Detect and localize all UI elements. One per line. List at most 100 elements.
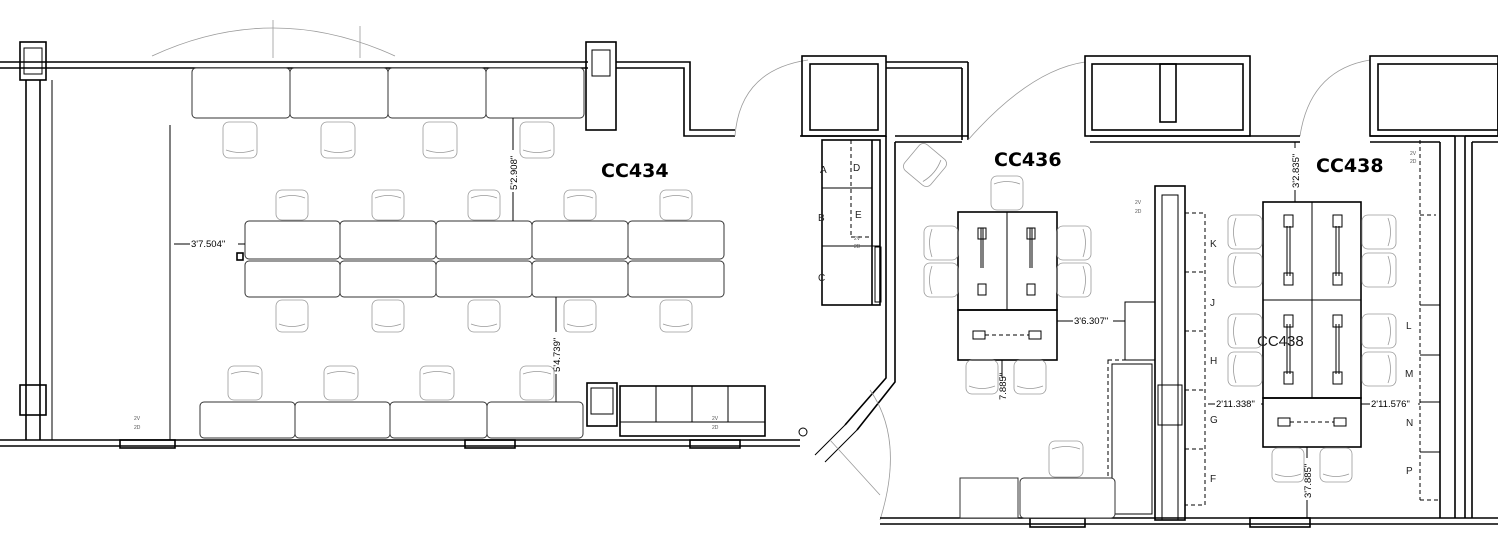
zone-label-l: L — [1406, 321, 1412, 332]
zone-label-f: F — [1210, 474, 1216, 485]
chair[interactable] — [422, 121, 458, 159]
chair[interactable] — [1227, 313, 1263, 349]
desk[interactable] — [627, 260, 725, 298]
zone-label-c: C — [818, 273, 825, 284]
dimensions-cc436: 3'6.307" 7.885" — [996, 315, 1125, 400]
floor-box — [236, 252, 244, 261]
svg-text:2D: 2D — [712, 425, 719, 431]
chair[interactable] — [1361, 351, 1397, 387]
table-label-cc438: CC438 — [1257, 333, 1304, 350]
desk[interactable] — [1019, 477, 1116, 519]
chair[interactable] — [1056, 225, 1092, 261]
chair[interactable] — [371, 299, 405, 333]
conference-table-cc438[interactable] — [1262, 201, 1362, 448]
zone-label-g: G — [1210, 415, 1218, 426]
side-desk[interactable] — [959, 477, 1019, 519]
walls-cc438 — [1419, 135, 1498, 518]
closet-a-e — [821, 139, 882, 306]
chair[interactable] — [1056, 262, 1092, 298]
desk[interactable] — [435, 260, 533, 298]
desk[interactable] — [339, 220, 437, 260]
chair[interactable] — [1361, 252, 1397, 288]
chairs — [222, 121, 1397, 483]
zone-label-k: K — [1210, 239, 1217, 250]
desk[interactable] — [485, 67, 585, 119]
dimension-label: 2'11.338" — [1216, 399, 1255, 410]
zone-label-m: M — [1405, 369, 1413, 380]
dimensions-cc438: 3'2.835" 2'11.338" 2'11.576" 3'7.885" — [1208, 142, 1420, 518]
chair[interactable] — [1271, 447, 1305, 483]
chair[interactable] — [222, 121, 258, 159]
storage-unit[interactable] — [619, 385, 766, 437]
desk[interactable] — [244, 260, 341, 298]
chair[interactable] — [519, 365, 555, 401]
chair[interactable] — [371, 189, 405, 221]
zone-label-e: E — [855, 210, 862, 221]
svg-text:2V: 2V — [1410, 151, 1417, 157]
svg-text:2V: 2V — [1135, 200, 1142, 206]
chair[interactable] — [1319, 447, 1353, 483]
desks-cc434 — [191, 67, 766, 439]
desk[interactable] — [486, 401, 584, 439]
chair[interactable] — [1048, 440, 1084, 478]
desk[interactable] — [627, 220, 725, 260]
conference-table-cc436[interactable] — [957, 211, 1058, 361]
room-label-cc434: CC434 — [601, 160, 669, 182]
walls-cc436 — [798, 55, 1498, 528]
svg-text:2D: 2D — [1410, 159, 1417, 165]
zone-label-d: D — [853, 163, 860, 174]
desk[interactable] — [244, 220, 341, 260]
chair[interactable] — [519, 121, 555, 159]
chair[interactable] — [419, 365, 455, 401]
chair[interactable] — [1361, 214, 1397, 250]
dimension-label: 3'6.307" — [1074, 316, 1108, 327]
dimension-label: 3'7.504" — [191, 239, 225, 250]
chair[interactable] — [275, 299, 309, 333]
chair[interactable] — [990, 175, 1024, 211]
dimension-label: 5'4.739" — [552, 338, 563, 372]
chair[interactable] — [563, 299, 597, 333]
desk[interactable] — [435, 220, 533, 260]
cabinet[interactable] — [586, 382, 618, 427]
desk[interactable] — [191, 67, 291, 119]
desk[interactable] — [531, 220, 629, 260]
desk[interactable] — [289, 67, 389, 119]
chair[interactable] — [901, 141, 949, 189]
svg-text:2V: 2V — [134, 416, 141, 422]
zone-label-h: H — [1210, 356, 1217, 367]
desk[interactable] — [339, 260, 437, 298]
chair[interactable] — [320, 121, 356, 159]
dimension-label: 2'11.576" — [1371, 399, 1410, 410]
chair[interactable] — [467, 299, 501, 333]
room-label-cc436: CC436 — [994, 149, 1062, 171]
svg-text:2D: 2D — [134, 425, 141, 431]
dimension-label: 3'7.885" — [1303, 464, 1314, 498]
chair[interactable] — [965, 359, 999, 395]
chair[interactable] — [923, 225, 959, 261]
chair[interactable] — [659, 299, 693, 333]
dimension-label: 3'2.835" — [1291, 154, 1302, 188]
dimension-label: 5'2.908" — [509, 156, 520, 190]
desk[interactable] — [531, 260, 629, 298]
desk[interactable] — [389, 401, 488, 439]
chair[interactable] — [659, 189, 693, 221]
desk[interactable] — [387, 67, 487, 119]
desk[interactable] — [199, 401, 296, 439]
chair[interactable] — [275, 189, 309, 221]
chair[interactable] — [1227, 252, 1263, 288]
desk[interactable] — [294, 401, 391, 439]
chair[interactable] — [1361, 313, 1397, 349]
svg-text:2D: 2D — [854, 244, 861, 250]
chair[interactable] — [1227, 351, 1263, 387]
chair[interactable] — [323, 365, 359, 401]
chair[interactable] — [227, 365, 263, 401]
chair[interactable] — [563, 189, 597, 221]
chair[interactable] — [1227, 214, 1263, 250]
chair[interactable] — [923, 262, 959, 298]
room-label-cc438: CC438 — [1316, 155, 1384, 177]
zone-label-n: N — [1406, 418, 1413, 429]
zone-label-b: B — [818, 213, 825, 224]
chair[interactable] — [1013, 359, 1047, 395]
chair[interactable] — [467, 189, 501, 221]
